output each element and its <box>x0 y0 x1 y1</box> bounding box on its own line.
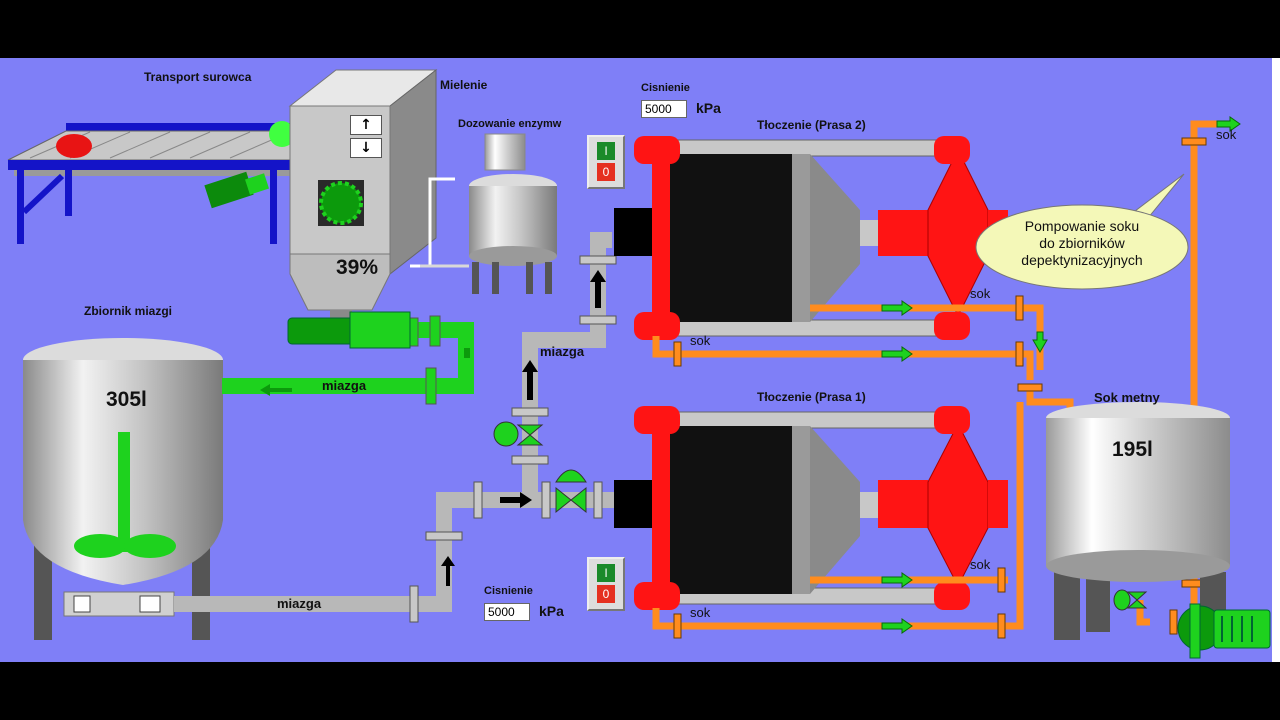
press-2-on-indicator[interactable]: I <box>597 142 615 160</box>
press-1-switch[interactable]: I 0 <box>587 557 625 611</box>
pressure-bottom-input[interactable] <box>484 603 530 621</box>
flow-label-miazga-bottom: miazga <box>277 596 322 611</box>
press-1 <box>614 406 1008 610</box>
callout-text: Pompowanie soku do zbiorników depektyniz… <box>990 218 1174 274</box>
sok-pump <box>1177 603 1271 659</box>
pipe-flanges-grey <box>409 255 617 623</box>
flow-label-sok-p1-bottom: sok <box>690 605 711 620</box>
press-2 <box>614 136 1008 340</box>
callout-line-1: Pompowanie soku <box>1024 218 1140 234</box>
flow-arrows-sok <box>881 116 1241 634</box>
scrollbar-track <box>1272 58 1280 662</box>
pipe-flanges-orange <box>673 137 1207 639</box>
label-transport: Transport surowca <box>144 70 252 84</box>
flow-arrows-grey <box>441 270 606 586</box>
label-mielenie: Mielenie <box>440 78 488 92</box>
press-2-switch[interactable]: I 0 <box>587 135 625 189</box>
conveyor <box>7 121 318 244</box>
flow-label-sok-p2-bottom: sok <box>690 333 711 348</box>
pipe-miazga-grey <box>174 232 620 612</box>
pipe-miazga-green <box>222 311 474 405</box>
miazga-tank-volume: 305l <box>106 388 147 411</box>
callout-line-3: depektynizacyjnych <box>1021 252 1143 268</box>
sok-tank-volume: 195l <box>1112 438 1153 461</box>
flow-label-sok-outlet: sok <box>1216 127 1237 142</box>
press-2-off-indicator[interactable]: 0 <box>597 163 615 181</box>
sok-tank <box>1046 402 1230 640</box>
pressure-bottom-unit: kPa <box>539 603 564 619</box>
label-prasa-1: Tłoczenie (Prasa 1) <box>757 390 866 404</box>
miazga-tank <box>23 338 223 640</box>
pressure-top-input[interactable] <box>641 100 687 118</box>
mill-down-button[interactable]: ↓ <box>350 138 382 158</box>
pressure-top-label: Cisnienie <box>641 82 690 94</box>
label-dozowanie: Dozowanie enzymw <box>458 118 562 130</box>
flow-label-miazga-green: miazga <box>322 378 367 393</box>
mill-level-readout: 39% <box>336 256 379 279</box>
raw-material-green <box>269 121 295 147</box>
flow-label-miazga-riser: miazga <box>540 344 585 359</box>
press-1-on-indicator[interactable]: I <box>597 564 615 582</box>
label-prasa-2: Tłoczenie (Prasa 2) <box>757 118 866 132</box>
press-1-off-indicator[interactable]: 0 <box>597 585 615 603</box>
label-zbiornik-miazgi: Zbiornik miazgi <box>84 304 173 318</box>
callout-line-2: do zbiorników <box>1039 235 1125 251</box>
control-valves <box>493 421 587 514</box>
enzyme-tank <box>410 133 557 294</box>
mill-up-button[interactable]: ↑ <box>350 115 382 135</box>
flow-label-sok-p1-top: sok <box>970 557 991 572</box>
pressure-top-unit: kPa <box>696 100 721 116</box>
mill <box>288 68 438 318</box>
label-sok-metny: Sok metny <box>1094 390 1160 405</box>
callout-bubble <box>975 173 1189 290</box>
raw-material-red <box>56 134 92 158</box>
flow-label-sok-p2-top: sok <box>970 286 991 301</box>
pressure-bottom-label: Cisnienie <box>484 585 533 597</box>
